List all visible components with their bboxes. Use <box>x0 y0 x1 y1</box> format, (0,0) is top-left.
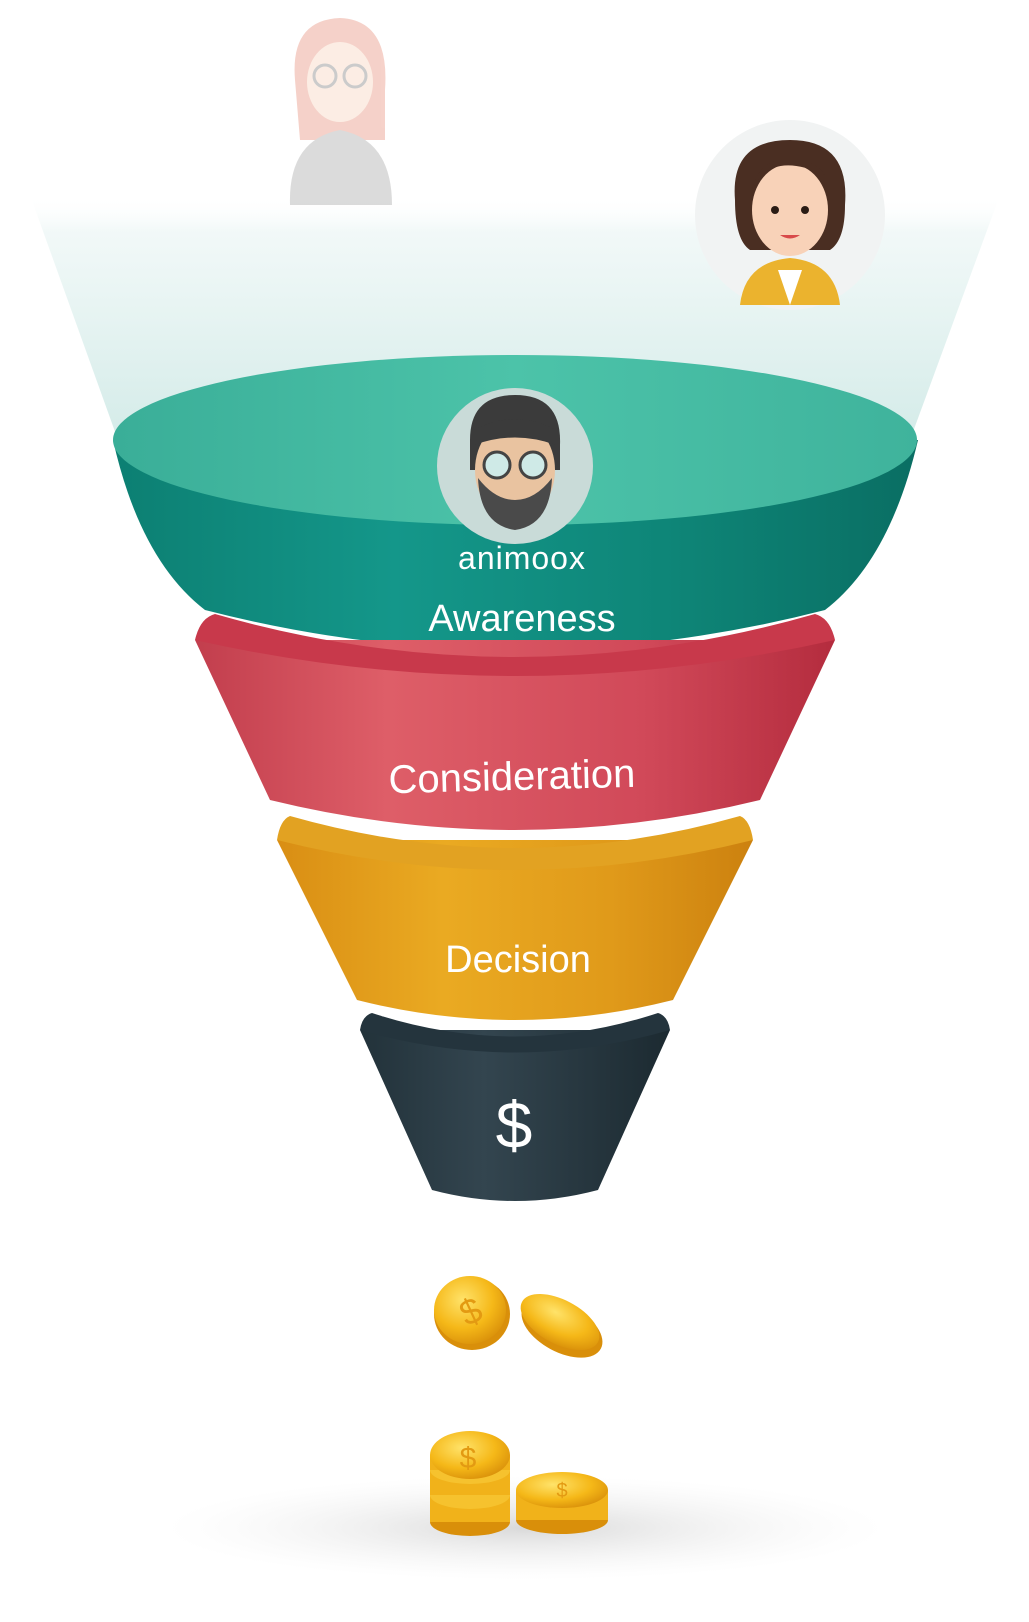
decision-stage <box>277 816 753 1020</box>
coin-stack-left: $ <box>430 1431 510 1536</box>
bearded-man-with-glasses-icon <box>437 388 593 544</box>
consideration-label: Consideration <box>388 752 636 802</box>
decision-label: Decision <box>445 939 591 981</box>
purchase-body <box>360 1030 670 1201</box>
consideration-stage <box>195 614 835 830</box>
purchase-stage <box>360 1013 670 1201</box>
purchase-dollar-label: $ <box>496 1088 533 1162</box>
svg-text:$: $ <box>556 1480 567 1502</box>
consideration-body <box>195 640 835 830</box>
brand-logo-text: animoox <box>458 540 586 576</box>
gold-coin-icon: $ <box>434 1276 510 1350</box>
decision-rim <box>277 816 753 870</box>
svg-text:$: $ <box>460 1442 477 1475</box>
coin-stack-right: $ <box>516 1472 608 1534</box>
awareness-label: Awareness <box>428 598 615 640</box>
woman-with-glasses-icon <box>289 18 392 205</box>
decision-body <box>277 840 753 1020</box>
gold-coin-icon <box>520 1293 603 1358</box>
woman-in-yellow-jacket-icon <box>695 120 885 310</box>
consideration-rim <box>195 614 835 676</box>
purchase-rim <box>360 1013 670 1053</box>
